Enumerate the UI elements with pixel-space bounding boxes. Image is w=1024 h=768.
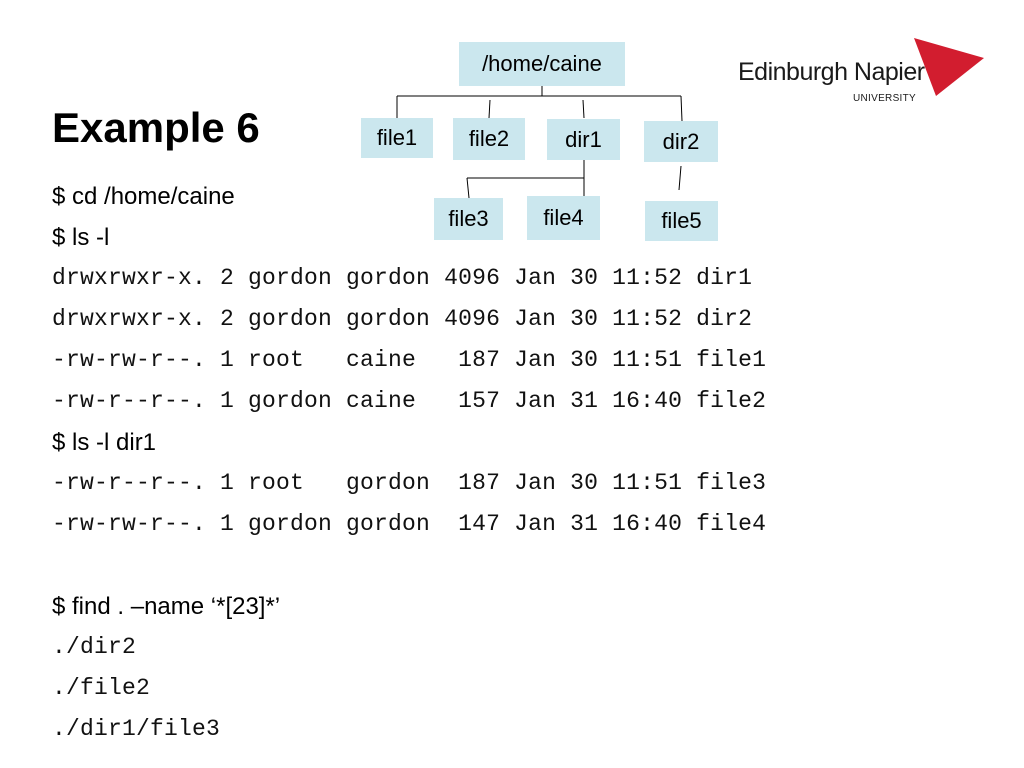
tree-node-file3: file3 — [434, 198, 503, 240]
connector-file5 — [678, 165, 682, 191]
edinburgh-napier-logo: Edinburgh Napier UNIVERSITY — [736, 38, 986, 108]
tree-node-dir1: dir1 — [547, 119, 620, 160]
tree-node-dir1-label: dir1 — [565, 126, 602, 152]
ls-dir1-output-line: -rw-r--r--. 1 root gordon 187 Jan 30 11:… — [52, 470, 767, 496]
command-ls-dir1: $ ls -l dir1 — [52, 429, 157, 456]
tree-node-file5: file5 — [645, 201, 718, 241]
connector-file3 — [466, 177, 470, 199]
ls-output-line: drwxrwxr-x. 2 gordon gordon 4096 Jan 30 … — [52, 306, 753, 332]
tree-node-dir2: dir2 — [644, 121, 718, 162]
tree-node-root: /home/caine — [459, 42, 625, 86]
tree-node-file3-label: file3 — [448, 206, 489, 231]
command-cd: $ cd /home/caine — [52, 183, 235, 210]
directory-tree-diagram: /home/caine file1 file2 dir1 dir2 file3 … — [0, 0, 1024, 260]
connector-file2 — [488, 99, 491, 119]
blank-line — [52, 545, 766, 586]
tree-node-file4: file4 — [527, 196, 600, 240]
tree-node-file4-label: file4 — [543, 205, 584, 230]
connector-dir1 — [582, 99, 585, 119]
command-find: $ find . –name ‘*[23]*’ — [52, 593, 281, 620]
find-output-line: ./dir1/file3 — [52, 716, 221, 742]
command-ls: $ ls -l — [52, 224, 110, 251]
tree-node-file1-label: file1 — [376, 125, 418, 150]
tree-node-file1: file1 — [361, 118, 433, 158]
tree-node-root-label: /home/caine — [482, 51, 602, 76]
ls-output-line: -rw-r--r--. 1 gordon caine 157 Jan 31 16… — [52, 388, 767, 414]
tree-node-dir2-label: dir2 — [662, 128, 700, 154]
logo-name: Edinburgh Napier — [738, 58, 925, 86]
find-output-line: ./file2 — [52, 675, 151, 701]
find-output-line: ./dir2 — [52, 634, 137, 660]
logo-subtitle: UNIVERSITY — [853, 93, 917, 104]
terminal-session: $ cd /home/caine $ ls -l drwxrwxr-x. 2 g… — [52, 176, 766, 750]
tree-node-file2-label: file2 — [468, 126, 510, 151]
slide-title: Example 6 — [52, 104, 260, 151]
tree-node-file2: file2 — [453, 118, 525, 160]
connector-dir2 — [680, 95, 683, 122]
tree-node-file5-label: file5 — [661, 208, 702, 233]
logo-triangle-icon — [914, 38, 984, 96]
tree-connectors — [396, 86, 683, 199]
ls-output-line: drwxrwxr-x. 2 gordon gordon 4096 Jan 30 … — [52, 265, 753, 291]
ls-output-line: -rw-rw-r--. 1 root caine 187 Jan 30 11:5… — [52, 347, 767, 373]
ls-dir1-output-line: -rw-rw-r--. 1 gordon gordon 147 Jan 31 1… — [52, 511, 767, 537]
